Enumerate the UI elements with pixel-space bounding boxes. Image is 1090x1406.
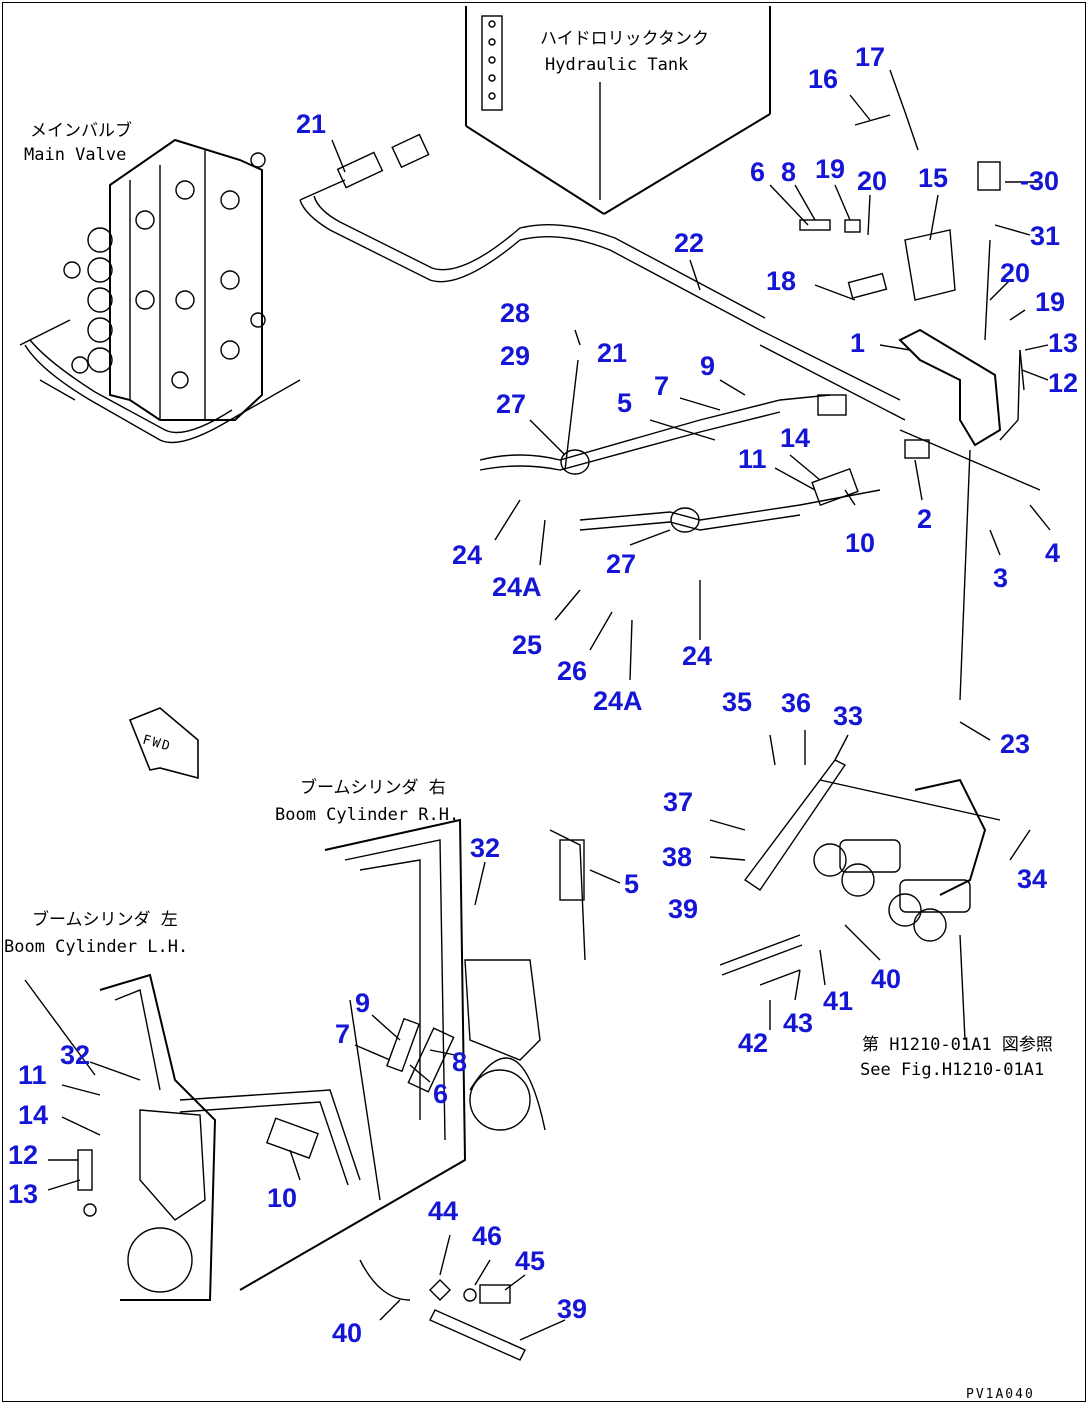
callout-11: 11: [18, 1060, 47, 1090]
callout-18: 18: [766, 266, 796, 296]
callout-28: 28: [500, 298, 530, 328]
callout-22: 22: [674, 228, 704, 258]
bottom-parts: [359, 1259, 526, 1361]
callout-36: 36: [781, 688, 811, 718]
callout-11: 11: [738, 444, 767, 474]
callout-13: 13: [1048, 328, 1078, 358]
callout-15: 15: [918, 163, 948, 193]
leader-lines: [24, 69, 1051, 1341]
callout-44: 44: [428, 1196, 458, 1226]
callout-21: 21: [597, 338, 627, 368]
callout-6: 6: [433, 1079, 448, 1109]
callout-8: 8: [781, 157, 796, 187]
tank-caption-jp: ハイドロリックタンク: [540, 29, 709, 49]
callout-24A: 24A: [593, 686, 643, 716]
callout-14: 14: [18, 1100, 48, 1130]
callout-26: 26: [557, 656, 587, 686]
fwd-arrow-icon: FWD: [128, 707, 199, 780]
callout-30: -30: [1020, 166, 1059, 196]
callout-33: 33: [833, 701, 863, 731]
callout-27: 27: [496, 389, 526, 419]
callout-39: 39: [557, 1294, 587, 1324]
callout-7: 7: [335, 1019, 350, 1049]
callout-19: 19: [815, 154, 845, 184]
callout-21: 21: [296, 109, 326, 139]
callout-43: 43: [783, 1008, 813, 1038]
main-valve: [19, 138, 266, 421]
callout-24A: 24A: [492, 572, 542, 602]
callout-19: 19: [1035, 287, 1065, 317]
callout-5: 5: [617, 388, 632, 418]
pump-assembly: [719, 759, 1001, 986]
callout-7: 7: [654, 371, 669, 401]
callout-25: 25: [512, 630, 542, 660]
callout-6: 6: [750, 157, 765, 187]
bracket-assembly: [479, 114, 1041, 701]
boom-rh-caption-en: Boom Cylinder R.H.: [275, 805, 459, 825]
callout-10: 10: [267, 1183, 297, 1213]
callout-35: 35: [722, 687, 752, 717]
callout-14: 14: [780, 423, 810, 453]
callout-41: 41: [823, 986, 853, 1016]
boom-lh-caption-en: Boom Cylinder L.H.: [4, 937, 188, 957]
callout-17: 17: [855, 42, 885, 72]
callout-24: 24: [452, 540, 482, 570]
callout-labels: 16 17 21 6 8 19 20 15 -30 31 22 18 20 19…: [8, 42, 1078, 1348]
callout-8: 8: [452, 1047, 467, 1077]
callout-20: 20: [1000, 258, 1030, 288]
fwd-label: FWD: [141, 733, 173, 755]
drawing-code: PV1A040: [966, 1387, 1035, 1402]
tank-caption-en: Hydraulic Tank: [545, 55, 688, 75]
boom-lh-caption-jp: ブームシリンダ 左: [32, 909, 178, 930]
ref-caption-jp: 第 H1210-01A1 図参照: [862, 1035, 1053, 1055]
callout-24: 24: [682, 641, 712, 671]
callout-5: 5: [624, 869, 639, 899]
callout-4: 4: [1045, 538, 1060, 568]
callout-12: 12: [1048, 368, 1078, 398]
hydraulic-tank: [465, 6, 771, 215]
boom-rh-caption-jp: ブームシリンダ 右: [300, 777, 446, 798]
callout-27: 27: [606, 549, 636, 579]
boom-cylinder-rh: [239, 818, 586, 1291]
callout-32: 32: [60, 1040, 90, 1070]
callout-32: 32: [470, 833, 500, 863]
callout-12: 12: [8, 1140, 38, 1170]
callout-38: 38: [662, 842, 692, 872]
callout-9: 9: [355, 988, 370, 1018]
valve-caption-en: Main Valve: [24, 145, 126, 165]
callout-2: 2: [917, 504, 932, 534]
ref-caption-en: See Fig.H1210-01A1: [860, 1060, 1044, 1080]
callout-46: 46: [472, 1221, 502, 1251]
callout-23: 23: [1000, 729, 1030, 759]
callout-16: 16: [808, 64, 838, 94]
callout-3: 3: [993, 563, 1008, 593]
callout-31: 31: [1030, 221, 1060, 251]
callout-10: 10: [845, 528, 875, 558]
callout-1: 1: [850, 328, 865, 358]
callout-34: 34: [1017, 864, 1047, 894]
callout-39: 39: [668, 894, 698, 924]
pilot-hose-loop: [24, 133, 766, 444]
callout-45: 45: [515, 1246, 545, 1276]
callout-20: 20: [857, 166, 887, 196]
boom-cylinder-lh: [77, 973, 361, 1301]
callout-9: 9: [700, 351, 715, 381]
callout-42: 42: [738, 1028, 768, 1058]
callout-13: 13: [8, 1179, 38, 1209]
callout-40: 40: [871, 964, 901, 994]
callout-37: 37: [663, 787, 693, 817]
callout-40: 40: [332, 1318, 362, 1348]
captions: ハイドロリックタンク Hydraulic Tank メインバルブ Main Va…: [4, 29, 1053, 1402]
callout-29: 29: [500, 341, 530, 371]
valve-caption-jp: メインバルブ: [30, 120, 132, 141]
